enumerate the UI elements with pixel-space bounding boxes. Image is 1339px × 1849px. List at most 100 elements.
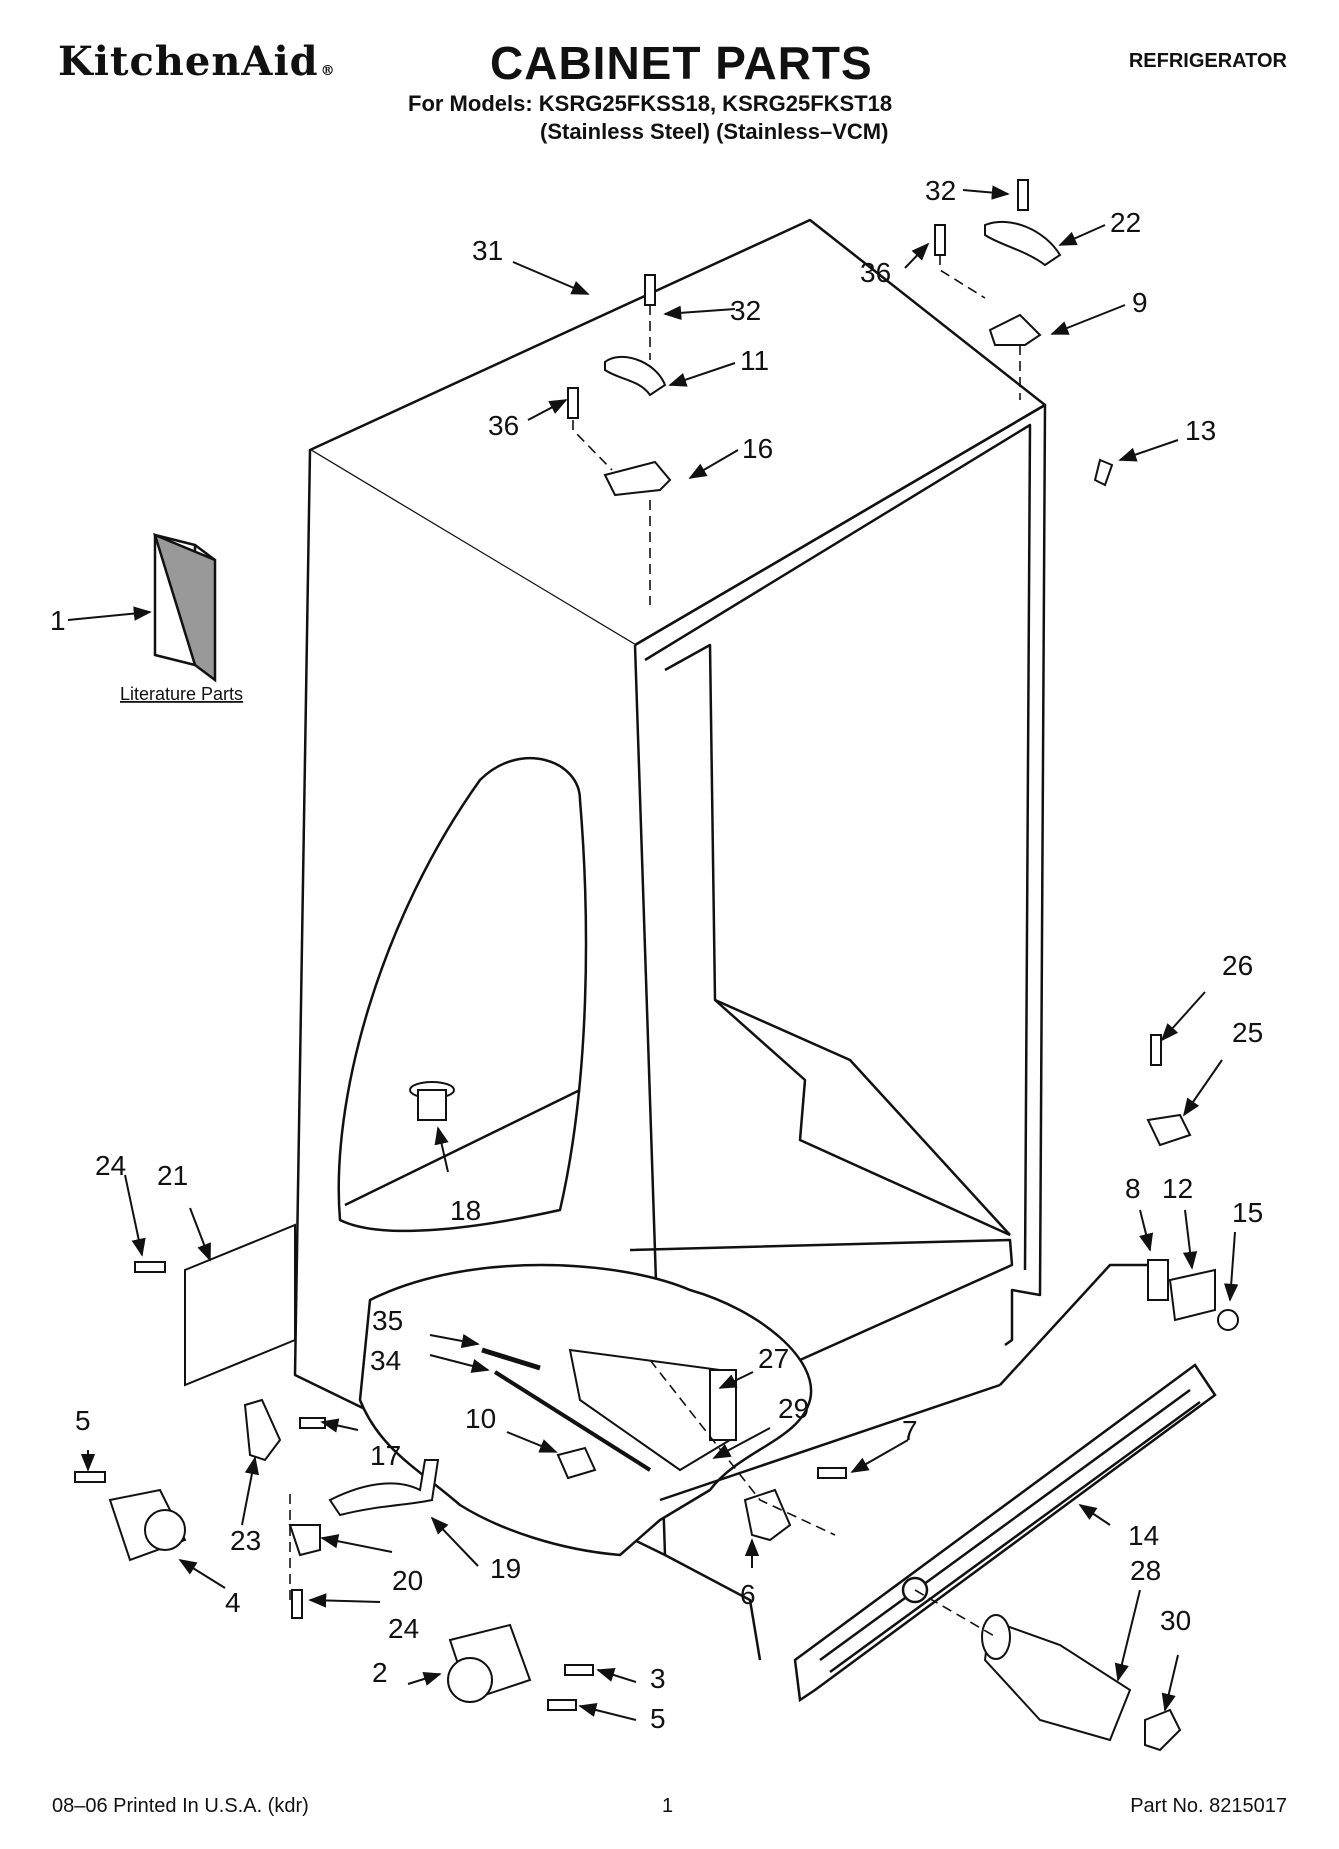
callout-34: 34 [370, 1345, 401, 1376]
filter-cap [981, 1614, 1011, 1660]
screw-15 [1217, 1309, 1239, 1331]
screw-36-left [567, 387, 579, 419]
hinge-16 [603, 460, 672, 497]
filter-housing-27 [568, 1348, 732, 1472]
alignment-lines [289, 255, 1021, 1638]
frame-inner-edge [644, 423, 1032, 1271]
screw-36-right [934, 224, 946, 256]
filter-cap-30 [1144, 1708, 1182, 1752]
vent-panel-21 [184, 1223, 296, 1387]
screw-24-lower [291, 1589, 303, 1619]
print-info: 08–06 Printed In U.S.A. (kdr) [52, 1795, 309, 1817]
bracket-25 [1146, 1113, 1192, 1147]
filter-head-29 [709, 1369, 737, 1441]
callout-6: 6 [740, 1579, 756, 1610]
callout-27: 27 [758, 1343, 789, 1374]
clamp-20 [288, 1524, 321, 1557]
callout-13: 13 [1185, 415, 1216, 446]
callout-7: 7 [902, 1415, 918, 1446]
callout-25: 25 [1232, 1017, 1263, 1048]
callout-32-left: 32 [730, 295, 761, 326]
callout-22: 22 [1110, 207, 1141, 238]
liner-back [664, 643, 1011, 1237]
cabinet-front-frame [634, 403, 1047, 1347]
brand-name: KitchenAid [58, 38, 319, 85]
callout-labels: 1 Literature Parts 31 32 11 36 16 32 22 … [50, 175, 1263, 1734]
callout-21: 21 [157, 1160, 188, 1191]
callout-24-lower: 24 [388, 1613, 419, 1644]
models-line: For Models: KSRG25FKSS18, KSRG25FKST18 [408, 91, 893, 116]
bracket-12 [1168, 1268, 1216, 1322]
callout-29: 29 [778, 1393, 809, 1424]
model-list: For Models: KSRG25FKSS18, KSRG25FKST18 (… [408, 90, 892, 146]
hinge-9 [988, 313, 1042, 346]
callout-36-left: 36 [488, 410, 519, 441]
callout-17: 17 [370, 1440, 401, 1471]
hinge-cover-11 [604, 355, 667, 397]
callout-12: 12 [1162, 1173, 1193, 1204]
roller-wheel-4 [144, 1509, 186, 1551]
callout-3: 3 [650, 1663, 666, 1694]
callout-35: 35 [372, 1305, 403, 1336]
base-corner [999, 1263, 1160, 1386]
leader-arrows [67, 185, 1239, 1721]
callout-9: 9 [1132, 287, 1148, 318]
screw-32-left [644, 274, 656, 306]
callout-19: 19 [490, 1553, 521, 1584]
cutaway-lower [358, 1263, 813, 1557]
screw-3 [564, 1664, 594, 1676]
callout-2: 2 [372, 1657, 388, 1688]
screw-17 [299, 1417, 326, 1429]
block-10 [556, 1446, 597, 1480]
roller-wheel-2 [447, 1657, 493, 1703]
callout-30: 30 [1160, 1605, 1191, 1636]
base-leg [664, 1553, 762, 1661]
page-number: 1 [662, 1795, 674, 1817]
hinge-cover-22 [984, 220, 1062, 267]
callout-16: 16 [742, 433, 773, 464]
screw-24-upper [134, 1261, 166, 1273]
callout-1: 1 [50, 605, 66, 636]
callout-36-right: 36 [860, 257, 891, 288]
screw-5-left [74, 1471, 106, 1483]
callout-24-upper: 24 [95, 1150, 126, 1181]
parts [74, 179, 1239, 1752]
callout-26: 26 [1222, 950, 1253, 981]
callout-11: 11 [740, 345, 769, 376]
bottom-rail [629, 1238, 1014, 1362]
callout-10: 10 [465, 1403, 496, 1434]
callout-32-right: 32 [925, 175, 956, 206]
screw-7 [817, 1467, 847, 1479]
callout-23: 23 [230, 1525, 261, 1556]
kick-grille [793, 1363, 1217, 1703]
bracket-23 [243, 1398, 282, 1462]
screw-5-right [547, 1699, 577, 1711]
liner-floor [714, 998, 1011, 1236]
brand-logo: KitchenAid® [58, 38, 336, 85]
callout-28: 28 [1130, 1555, 1161, 1586]
tube-19 [328, 1459, 440, 1517]
callout-5-left: 5 [75, 1405, 91, 1436]
cabinet-drawing [293, 218, 1160, 1661]
bracket-6 [743, 1488, 792, 1542]
clip-13 [1093, 458, 1114, 487]
callout-15: 15 [1232, 1197, 1263, 1228]
callout-4: 4 [225, 1587, 241, 1618]
screw-26 [1150, 1034, 1162, 1066]
appliance-category: REFRIGERATOR [1128, 50, 1287, 72]
bracket-8 [1147, 1259, 1169, 1301]
callout-5-right: 5 [650, 1703, 666, 1734]
cutaway-shelf-line [344, 1088, 581, 1207]
filter-cartridge-28 [983, 1618, 1132, 1742]
callout-18: 18 [450, 1195, 481, 1226]
tube-34 [493, 1370, 652, 1472]
page-title: CABINET PARTS [490, 37, 873, 89]
tube-35 [481, 1347, 541, 1371]
callout-31: 31 [472, 235, 503, 266]
finish-line: (Stainless Steel) (Stainless–VCM) [540, 119, 889, 144]
leveler-18-body [417, 1089, 447, 1121]
callout-20: 20 [392, 1565, 423, 1596]
literature-parts-label: Literature Parts [120, 684, 243, 704]
